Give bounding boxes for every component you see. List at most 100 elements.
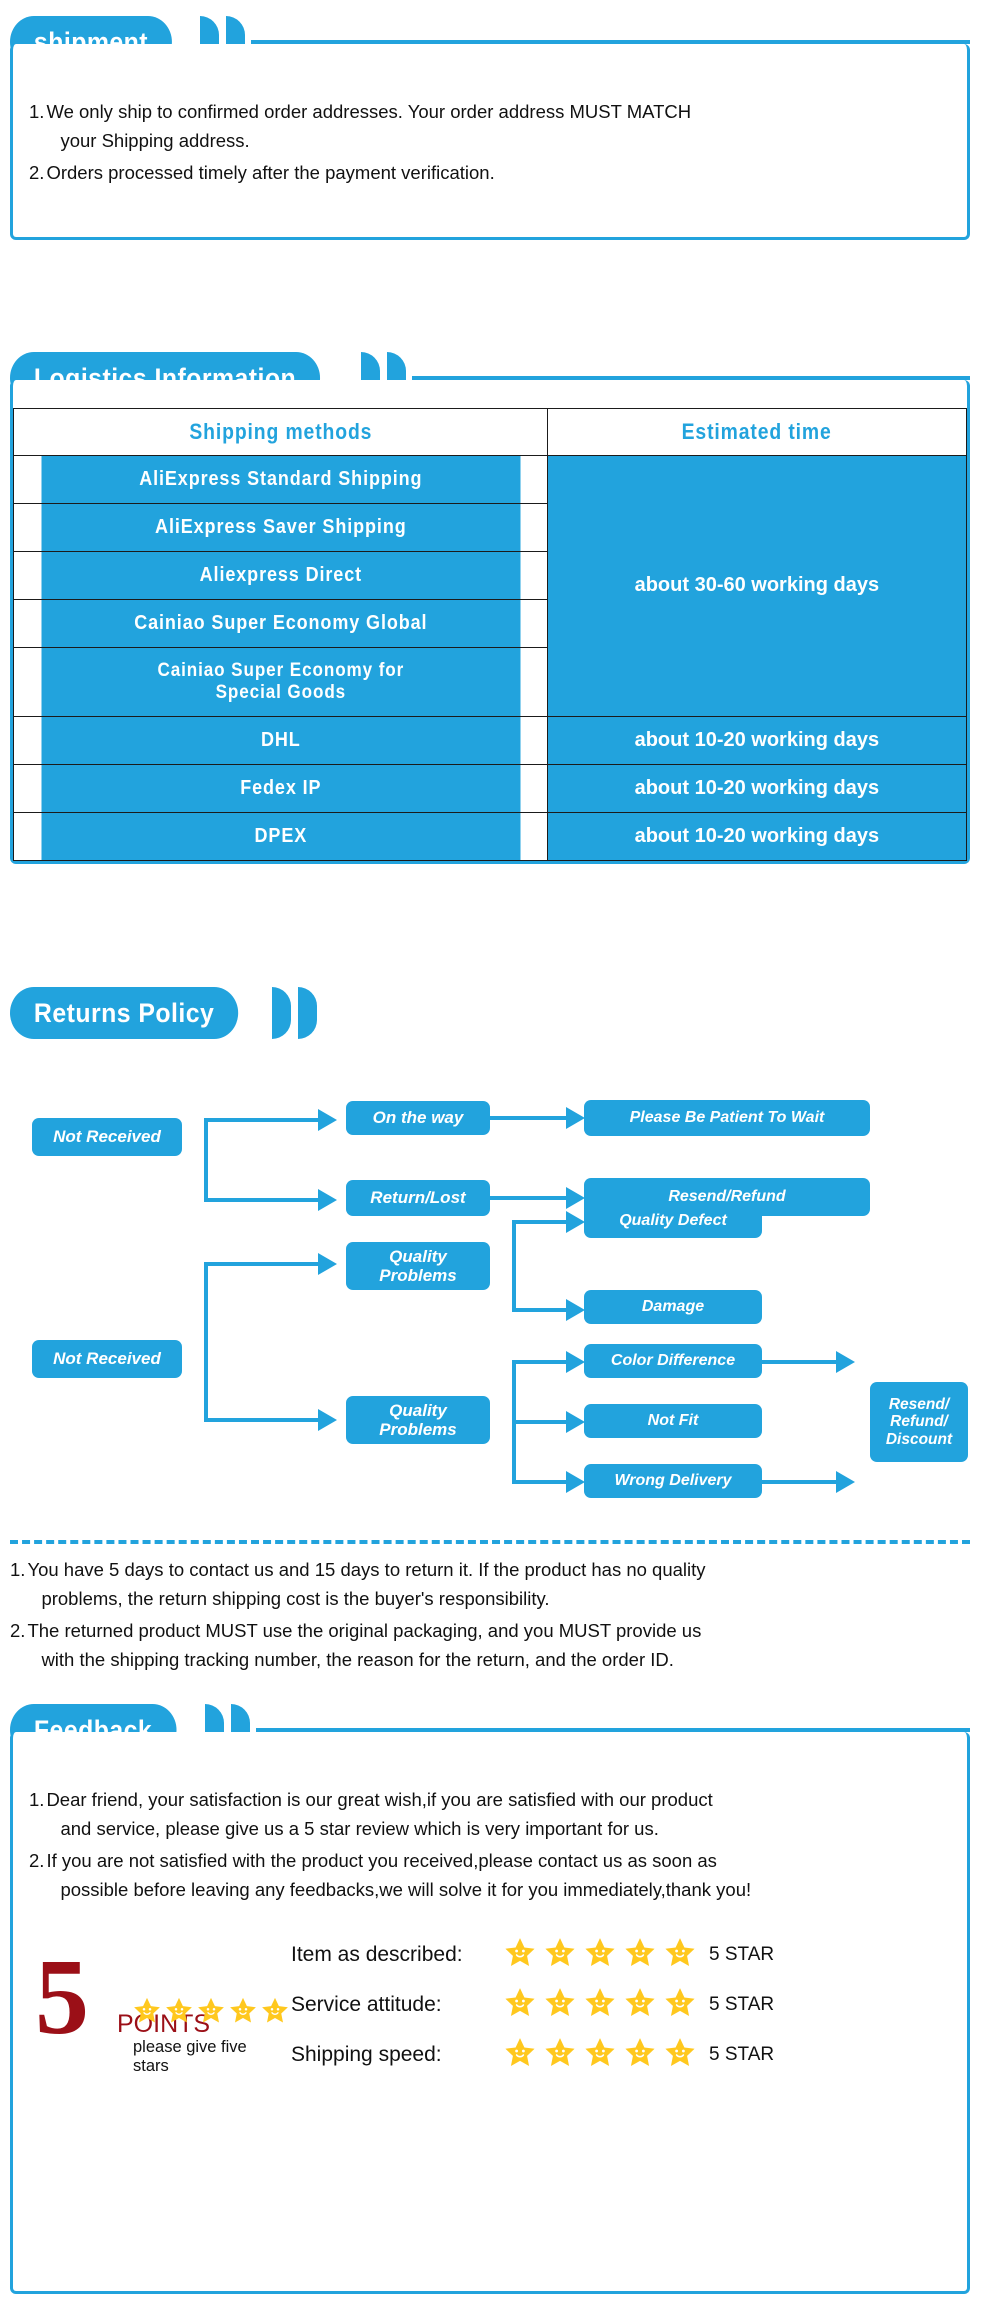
- rating-label: Item as described:: [291, 1943, 463, 1967]
- list-text: The returned product MUST use the origin…: [27, 1617, 985, 1674]
- flow-node-quality-problems-1: Quality Problems: [346, 1242, 490, 1290]
- star-icon: [228, 1996, 258, 2031]
- flow-node-quality-defect: Quality Defect: [584, 1204, 762, 1238]
- flow-node-quality-problems-2: Quality Problems: [346, 1396, 490, 1444]
- header-rule: [251, 40, 970, 44]
- table-row: AliExpress Saver Shipping: [14, 503, 967, 552]
- flow-line: [490, 1116, 576, 1120]
- flow-arrow: [566, 1471, 585, 1493]
- rating-row: Item as described: 5 STAR: [291, 1936, 951, 1975]
- table-row: Cainiao Super Economy for Special Goods: [14, 647, 967, 717]
- cell-time: about 10-20 working days: [546, 811, 968, 861]
- list-number: 1.: [29, 1789, 45, 1810]
- cell-method: Fedex IP: [39, 763, 521, 813]
- list-text: We only ship to confirmed order addresse…: [46, 98, 951, 155]
- flow-node-wrong-delivery: Wrong Delivery: [584, 1464, 762, 1498]
- points-label: POINTS: [117, 2009, 211, 2038]
- list-line-2: your Shipping address.: [60, 129, 250, 151]
- list-text: If you are not satisfied with the produc…: [46, 1847, 951, 1904]
- table-row: Cainiao Super Economy Global: [14, 599, 967, 648]
- rating-stars: [503, 1936, 697, 1975]
- rating-suffix: 5 STAR: [709, 1944, 775, 1966]
- star-icon: [583, 2036, 617, 2075]
- list-item: 2. The returned product MUST use the ori…: [10, 1617, 985, 1674]
- table-row: Aliexpress Direct: [14, 551, 967, 600]
- logistics-table: Shipping methods Estimated time AliExpre…: [13, 408, 968, 861]
- feedback-text-block: 1. Dear friend, your satisfaction is our…: [13, 1762, 967, 1919]
- returns-notes: 1. You have 5 days to contact us and 15 …: [10, 1556, 985, 1679]
- star-icon: [663, 1936, 697, 1975]
- list-item: 1. You have 5 days to contact us and 15 …: [10, 1556, 985, 1613]
- star-icon: [503, 1936, 537, 1975]
- star-icon: [543, 1936, 577, 1975]
- logistics-body: Shipping methods Estimated time AliExpre…: [10, 380, 970, 864]
- rating-row: Service attitude: 5 STAR: [291, 1986, 951, 2025]
- flow-node-please-wait: Please Be Patient To Wait: [584, 1100, 870, 1136]
- cell-method: DHL: [39, 715, 521, 765]
- flow-arrow: [566, 1351, 585, 1373]
- rating-stars: [503, 2036, 697, 2075]
- cell-time: about 10-20 working days: [546, 763, 968, 813]
- dashed-divider: [10, 1540, 970, 1544]
- flow-line: [204, 1198, 324, 1202]
- rating-stars: [503, 1986, 697, 2025]
- rating-label: Shipping speed:: [291, 2043, 442, 2067]
- five-points-badge: 5 POINTS: [29, 1943, 288, 2075]
- returns-title: Returns Policy: [33, 997, 215, 1028]
- list-line-2: problems, the return shipping cost is th…: [41, 1587, 550, 1609]
- list-text: You have 5 days to contact us and 15 day…: [27, 1556, 985, 1613]
- feedback-section: Feedback 1. Dear friend, your satisfacti…: [10, 1702, 970, 2294]
- cell-time: about 10-20 working days: [546, 715, 968, 765]
- column-header-estimated-time: Estimated time: [571, 408, 942, 456]
- list-line-2: with the shipping tracking number, the r…: [41, 1649, 674, 1671]
- flow-line: [762, 1360, 846, 1364]
- list-line-1: The returned product MUST use the origin…: [27, 1620, 702, 1642]
- rating-area: 5 POINTS: [13, 1919, 967, 2106]
- feedback-body: 1. Dear friend, your satisfaction is our…: [10, 1732, 970, 2294]
- list-item: 1. We only ship to confirmed order addre…: [29, 98, 951, 155]
- returns-header: Returns Policy: [10, 985, 970, 1041]
- list-number: 1.: [10, 1559, 26, 1580]
- star-icon: [623, 1986, 657, 2025]
- flow-arrow: [318, 1109, 337, 1131]
- table-header-row: Shipping methods Estimated time: [14, 408, 967, 456]
- star-icon: [583, 1936, 617, 1975]
- header-double-cap-icon: [272, 987, 318, 1039]
- list-text: Orders processed timely after the paymen…: [46, 162, 495, 184]
- rating-suffix: 5 STAR: [709, 2044, 775, 2066]
- flow-line: [204, 1118, 208, 1202]
- table-row: Fedex IP about 10-20 working days: [14, 763, 968, 813]
- cell-method: AliExpress Standard Shipping: [39, 455, 521, 504]
- star-icon: [503, 1986, 537, 2025]
- flow-node-return-lost: Return/Lost: [346, 1180, 490, 1216]
- rating-row: Shipping speed: 5 STAR: [291, 2036, 951, 2075]
- flow-arrow: [318, 1189, 337, 1211]
- rating-suffix: 5 STAR: [709, 1994, 775, 2016]
- flow-node-not-received-1: Not Received: [32, 1118, 182, 1156]
- star-icon: [196, 1996, 226, 2031]
- star-icon: [164, 1996, 194, 2031]
- five-stars-caption: please give five stars: [133, 2037, 247, 2075]
- flow-line: [512, 1480, 574, 1484]
- cell-method: AliExpress Saver Shipping: [39, 503, 521, 552]
- list-text: Dear friend, your satisfaction is our gr…: [46, 1786, 951, 1843]
- logistics-section: Logistics Information Shipping methods E…: [10, 350, 970, 864]
- flow-arrow: [318, 1253, 337, 1275]
- column-header-shipping-methods: Shipping methods: [45, 408, 516, 456]
- list-item: 2. If you are not satisfied with the pro…: [29, 1847, 951, 1904]
- list-number: 2.: [29, 1850, 45, 1872]
- rating-label: Service attitude:: [291, 1993, 442, 2017]
- star-icon: [663, 1986, 697, 2025]
- list-number: 2.: [10, 1620, 26, 1642]
- star-icon: [543, 1986, 577, 2025]
- flow-arrow: [566, 1107, 585, 1129]
- cap-icon-1: [272, 987, 292, 1039]
- flow-arrow: [836, 1471, 855, 1493]
- list-line-2: possible before leaving any feedbacks,we…: [60, 1879, 752, 1901]
- star-icon: [623, 2036, 657, 2075]
- flow-line: [204, 1262, 324, 1266]
- flow-node-not-received-2: Not Received: [32, 1340, 182, 1378]
- flow-line: [512, 1360, 574, 1364]
- list-number: 1.: [29, 101, 45, 122]
- star-icon: [623, 1936, 657, 1975]
